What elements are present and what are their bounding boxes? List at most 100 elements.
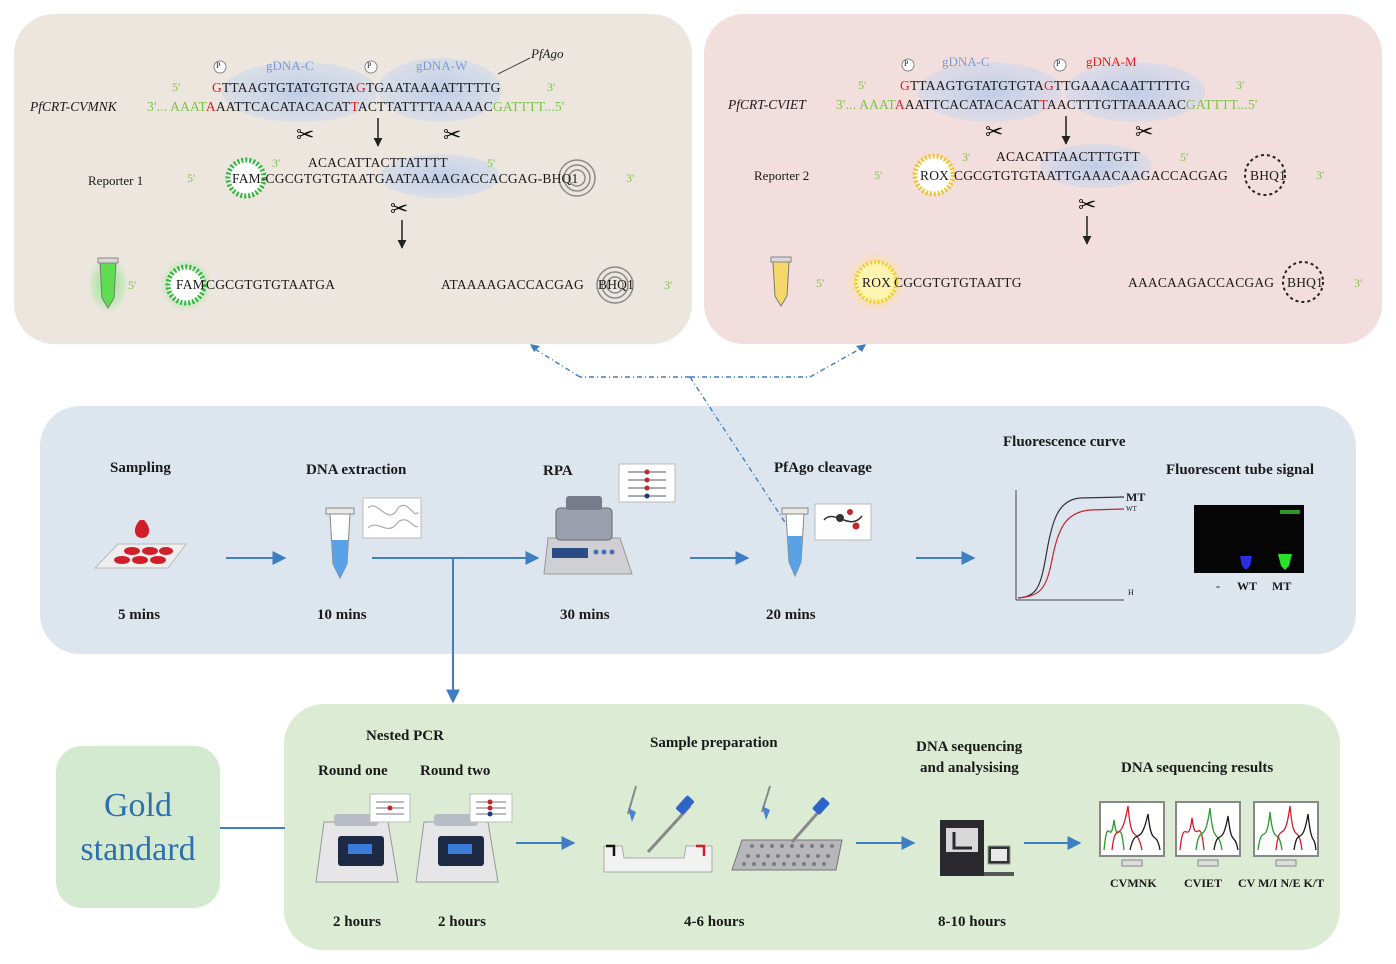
tube-signal-title: Fluorescent tube signal: [1166, 462, 1315, 478]
well-plate-icon: [731, 785, 843, 871]
sample-prep-time: 4-6 hours: [684, 914, 745, 930]
fluorescent-tube-image: [1194, 505, 1304, 573]
sampling-plate-icon: [93, 520, 187, 569]
reporter-1-sequence: FAM-CGCGTGTGTAATGAATAAAAGACCACGAG-BHQ1: [232, 171, 579, 186]
fam-fluorophore-icon: [160, 157, 267, 311]
gdna-c-label-right: gDNA-C: [942, 54, 990, 69]
five-prime-label: 5': [128, 278, 137, 292]
step-dna-extraction-label: DNA extraction: [306, 462, 407, 478]
phosphate-icons: [213, 58, 1067, 74]
reagent-trough-icon: [603, 785, 713, 873]
target-strand-right: 3'... AAATAAATTCACATACACATTAACTTTGTTAAAA…: [836, 97, 1258, 112]
bhq1-label: BHQ1: [598, 277, 635, 292]
phosphate-label: P: [904, 59, 909, 68]
three-prime-label: 3': [1236, 78, 1245, 92]
curve-h-label: H: [1128, 588, 1134, 597]
sequencer-icon: [940, 820, 1014, 876]
svg-text:✂: ✂: [985, 119, 1003, 144]
step-sampling-time: 5 mins: [118, 607, 161, 623]
three-prime-label: 3': [547, 80, 556, 94]
cleaved-product-right-right: AAACAAGACCACGAG: [1128, 275, 1275, 290]
gdna-w-label: gDNA-W: [416, 58, 468, 73]
tube-label-negative: -: [1216, 579, 1220, 593]
tube-label-wt: WT: [1237, 579, 1258, 593]
five-prime-label: 5': [1180, 150, 1189, 164]
phosphate-label: P: [367, 61, 372, 70]
round-one-label: Round one: [318, 763, 388, 779]
top-right-panel: [704, 14, 1382, 344]
scissors-icons: ✂ ✂ ✂ ✂ ✂ ✂: [296, 119, 1153, 221]
sample-preparation-title: Sample preparation: [650, 735, 778, 751]
cleavage-card-icon: [814, 503, 872, 541]
reporter-guide-right: ACACATTAACTTTGTT: [996, 149, 1140, 164]
five-prime-label: 5': [487, 156, 496, 170]
svg-text:✂: ✂: [1078, 192, 1096, 217]
curve-wt-label: WT: [1126, 505, 1137, 513]
target-name-right: PfCRT-CVIET: [728, 97, 806, 112]
round-one-time: 2 hours: [333, 914, 381, 930]
round-two-time: 2 hours: [438, 914, 486, 930]
step-pfago-cleavage-label: PfAgo cleavage: [774, 460, 872, 476]
pfago-label: PfAgo: [531, 46, 564, 61]
step-sampling-label: Sampling: [110, 460, 171, 476]
step-rpa-time: 30 mins: [560, 607, 610, 623]
bhq1-quencher-icon: [558, 159, 634, 304]
gold-standard-box: [56, 746, 220, 908]
chromatogram-monitor-3: [1253, 801, 1319, 867]
guide-strand-top-left: GTTAAGTGTATGTGTAGTGAATAAAATTTTTG: [212, 80, 501, 95]
rpa-machine-icon: [543, 496, 633, 575]
svg-text:✂: ✂: [296, 122, 314, 147]
target-name-left: PfCRT-CVMNK: [30, 99, 117, 114]
sequencing-time: 8-10 hours: [938, 914, 1006, 930]
phosphate-label: P: [1056, 59, 1061, 68]
bhq-quencher-icon-right: [1244, 154, 1324, 303]
chromatogram-monitor-1: [1099, 801, 1165, 867]
gold-standard-title-line2: standard: [80, 831, 196, 868]
dna-sequencing-title-line2: and analysising: [920, 760, 1019, 776]
cleaved-product-right: ATAAAAGACCACGAG: [441, 277, 584, 292]
step-pfago-time: 20 mins: [766, 607, 816, 623]
pfago-tube-icon: [781, 507, 809, 578]
bhq-label-right: BHQ1: [1250, 168, 1287, 183]
round-two-label: Round two: [420, 763, 491, 779]
reporter-2-sequence: CGCGTGTGTAATTGAAACAAGACCACGAG: [954, 168, 1228, 183]
three-prime-label: 3': [962, 150, 971, 164]
extraction-tube-icon: [325, 507, 355, 580]
three-prime-label: 3': [1354, 276, 1363, 290]
three-prime-label: 3': [1316, 168, 1325, 182]
three-prime-label: 3': [626, 171, 635, 185]
pcr-machine-round-one-icon: [315, 793, 411, 883]
cleaved-product-left-right: CGCGTGTGTAATTG: [894, 275, 1022, 290]
reporter-1-label: Reporter 1: [88, 173, 144, 188]
rox-fluorophore-icon: [846, 153, 956, 312]
five-prime-label: 5': [874, 168, 883, 182]
workflow-panel: [40, 406, 1356, 654]
three-prime-label: 3': [272, 156, 281, 170]
reporter-2-label: Reporter 2: [754, 168, 810, 183]
cleaved-product-left: CGCGTGTGTAATGA: [206, 277, 336, 292]
target-strand-left: 3'... AAATAAATTCACATACACATTACTTATTTTAAAA…: [147, 99, 565, 114]
gdna-m-label: gDNA-M: [1086, 54, 1137, 69]
guide-strand-top-right: GTTAAGTGTATGTGTAGTTGAAACAATTTTTG: [900, 78, 1191, 93]
five-prime-label: 5': [187, 171, 196, 185]
svg-text:✂: ✂: [390, 196, 408, 221]
five-prime-label: 5': [858, 78, 867, 92]
svg-text:✂: ✂: [1135, 119, 1153, 144]
five-prime-label: 5': [172, 80, 181, 94]
green-tube-icon: [88, 257, 128, 313]
reporter-guide-left: ACACATTACTTATTTT: [308, 155, 448, 170]
svg-text:✂: ✂: [443, 122, 461, 147]
nested-pcr-title: Nested PCR: [366, 728, 444, 744]
step-rpa-label: RPA: [543, 463, 573, 479]
fluorescence-curve-title: Fluorescence curve: [1003, 434, 1126, 450]
phosphate-label: P: [216, 61, 221, 70]
dna-helix-card-icon: [362, 497, 422, 539]
pfago-protein-blobs-left: [222, 58, 502, 198]
dashed-connectors: [529, 345, 866, 531]
curve-mt-label: MT: [1126, 490, 1146, 504]
rox-label: ROX: [920, 168, 950, 183]
pfago-protein-blobs-right: [918, 62, 1205, 188]
fam-label: FAM: [176, 277, 205, 292]
five-prime-label: 5': [816, 276, 825, 290]
